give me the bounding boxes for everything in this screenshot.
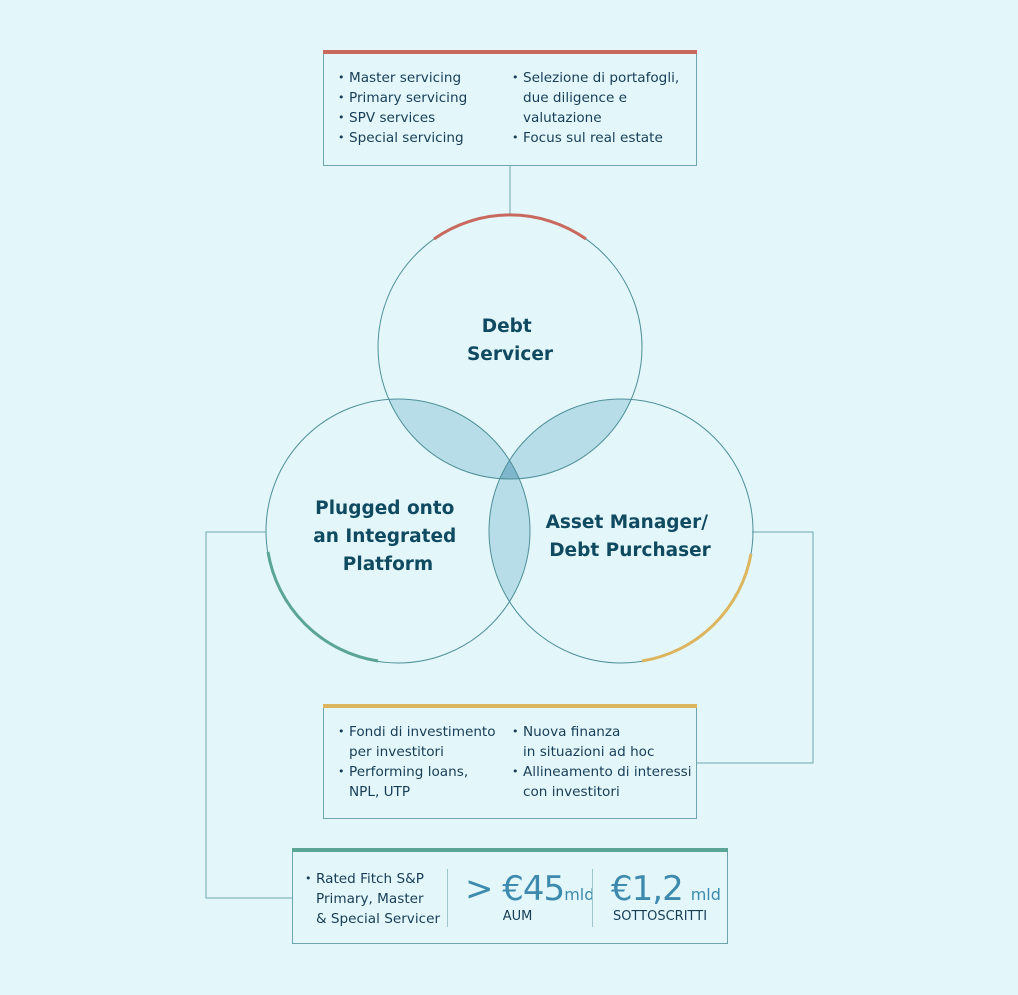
- overlap-servicer-platform: [378, 399, 530, 479]
- list-item: Master servicing: [338, 68, 508, 88]
- label-asset-manager: Asset Manager/ Debt Purchaser: [546, 512, 715, 561]
- list-item: Performing loans,NPL, UTP: [338, 762, 510, 802]
- stat-aum-label: AUM: [502, 909, 533, 924]
- servicer-services-box: Master servicingPrimary servicingSPV ser…: [323, 50, 697, 166]
- stat-subscribed-label: SOTTOSCRITTI: [612, 909, 708, 924]
- connector-platform: [205, 531, 292, 899]
- circle-platform: [265, 398, 531, 664]
- connector-asset-manager: [696, 531, 814, 764]
- servicer-accent-bar: [323, 50, 697, 54]
- list-item: Focus sul real estate: [512, 128, 692, 148]
- list-item: Selezione di portafogli,due diligence ev…: [512, 68, 692, 128]
- asset-manager-accent-bar: [323, 704, 697, 708]
- arc-debt-servicer: [433, 213, 587, 241]
- stat-subscribed-number: €1,2: [611, 869, 684, 909]
- servicer-right-list: Selezione di portafogli,due diligence ev…: [512, 68, 692, 148]
- arc-platform: [266, 551, 379, 663]
- platform-divider-1: [447, 869, 448, 927]
- stat-aum-unit: mld: [564, 885, 595, 904]
- servicer-left-list: Master servicingPrimary servicingSPV ser…: [338, 68, 508, 148]
- circle-asset-manager: [488, 398, 754, 664]
- label-debt-servicer: Debt Servicer: [467, 316, 554, 365]
- list-item: Special servicing: [338, 128, 508, 148]
- overlap-servicer-asset-manager: [489, 399, 642, 479]
- platform-accent-bar: [292, 848, 728, 852]
- label-platform: Plugged onto an Integrated Platform: [313, 498, 462, 575]
- stat-subscribed-value: €1,2 mld: [611, 869, 721, 909]
- list-item: Primary servicing: [338, 88, 508, 108]
- list-item: SPV services: [338, 108, 508, 128]
- arc-asset-manager: [641, 553, 753, 663]
- stat-aum-number: > €45: [465, 869, 565, 909]
- stat-aum-value: > €45mld: [465, 869, 594, 909]
- platform-divider-2: [592, 869, 593, 927]
- stat-subscribed-unit: mld: [690, 885, 721, 904]
